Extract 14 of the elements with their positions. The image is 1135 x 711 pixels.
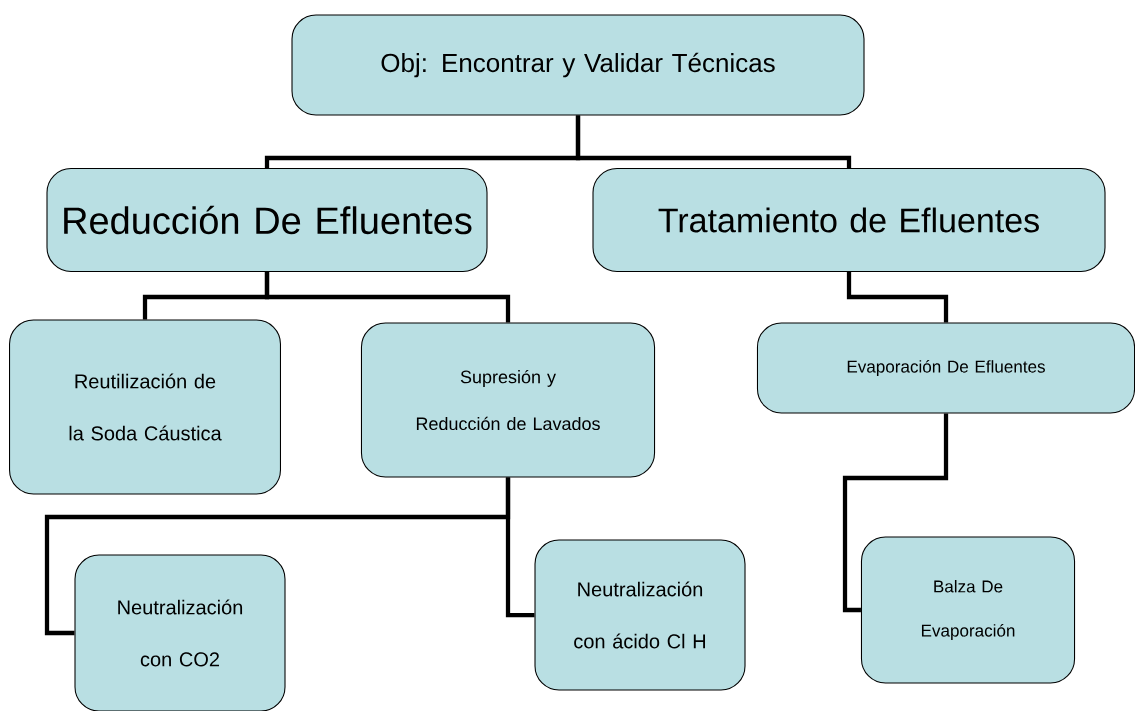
connector-line <box>846 272 949 323</box>
connector-line <box>842 413 949 613</box>
rounded-box: Evaporación De Efluentes <box>756 322 1135 414</box>
rounded-box: Neutralización con CO2 <box>74 554 286 711</box>
rounded-box: Reducción De Efluentes <box>46 168 488 272</box>
rounded-box: Balza De Evaporación <box>860 536 1076 684</box>
rounded-box: Tratamiento de Efluentes <box>592 168 1106 272</box>
rounded-box: Supresión y Reducción de Lavados <box>360 322 656 478</box>
rounded-box: Neutralización con ácido Cl H <box>534 539 746 691</box>
connector-line <box>575 115 852 168</box>
connector-line <box>505 477 535 618</box>
rounded-box: Obj: Encontrar y Validar Técnicas <box>291 14 865 116</box>
rounded-box: Reutilización de la Soda Cáustica <box>9 319 281 495</box>
connector-line <box>264 272 511 323</box>
